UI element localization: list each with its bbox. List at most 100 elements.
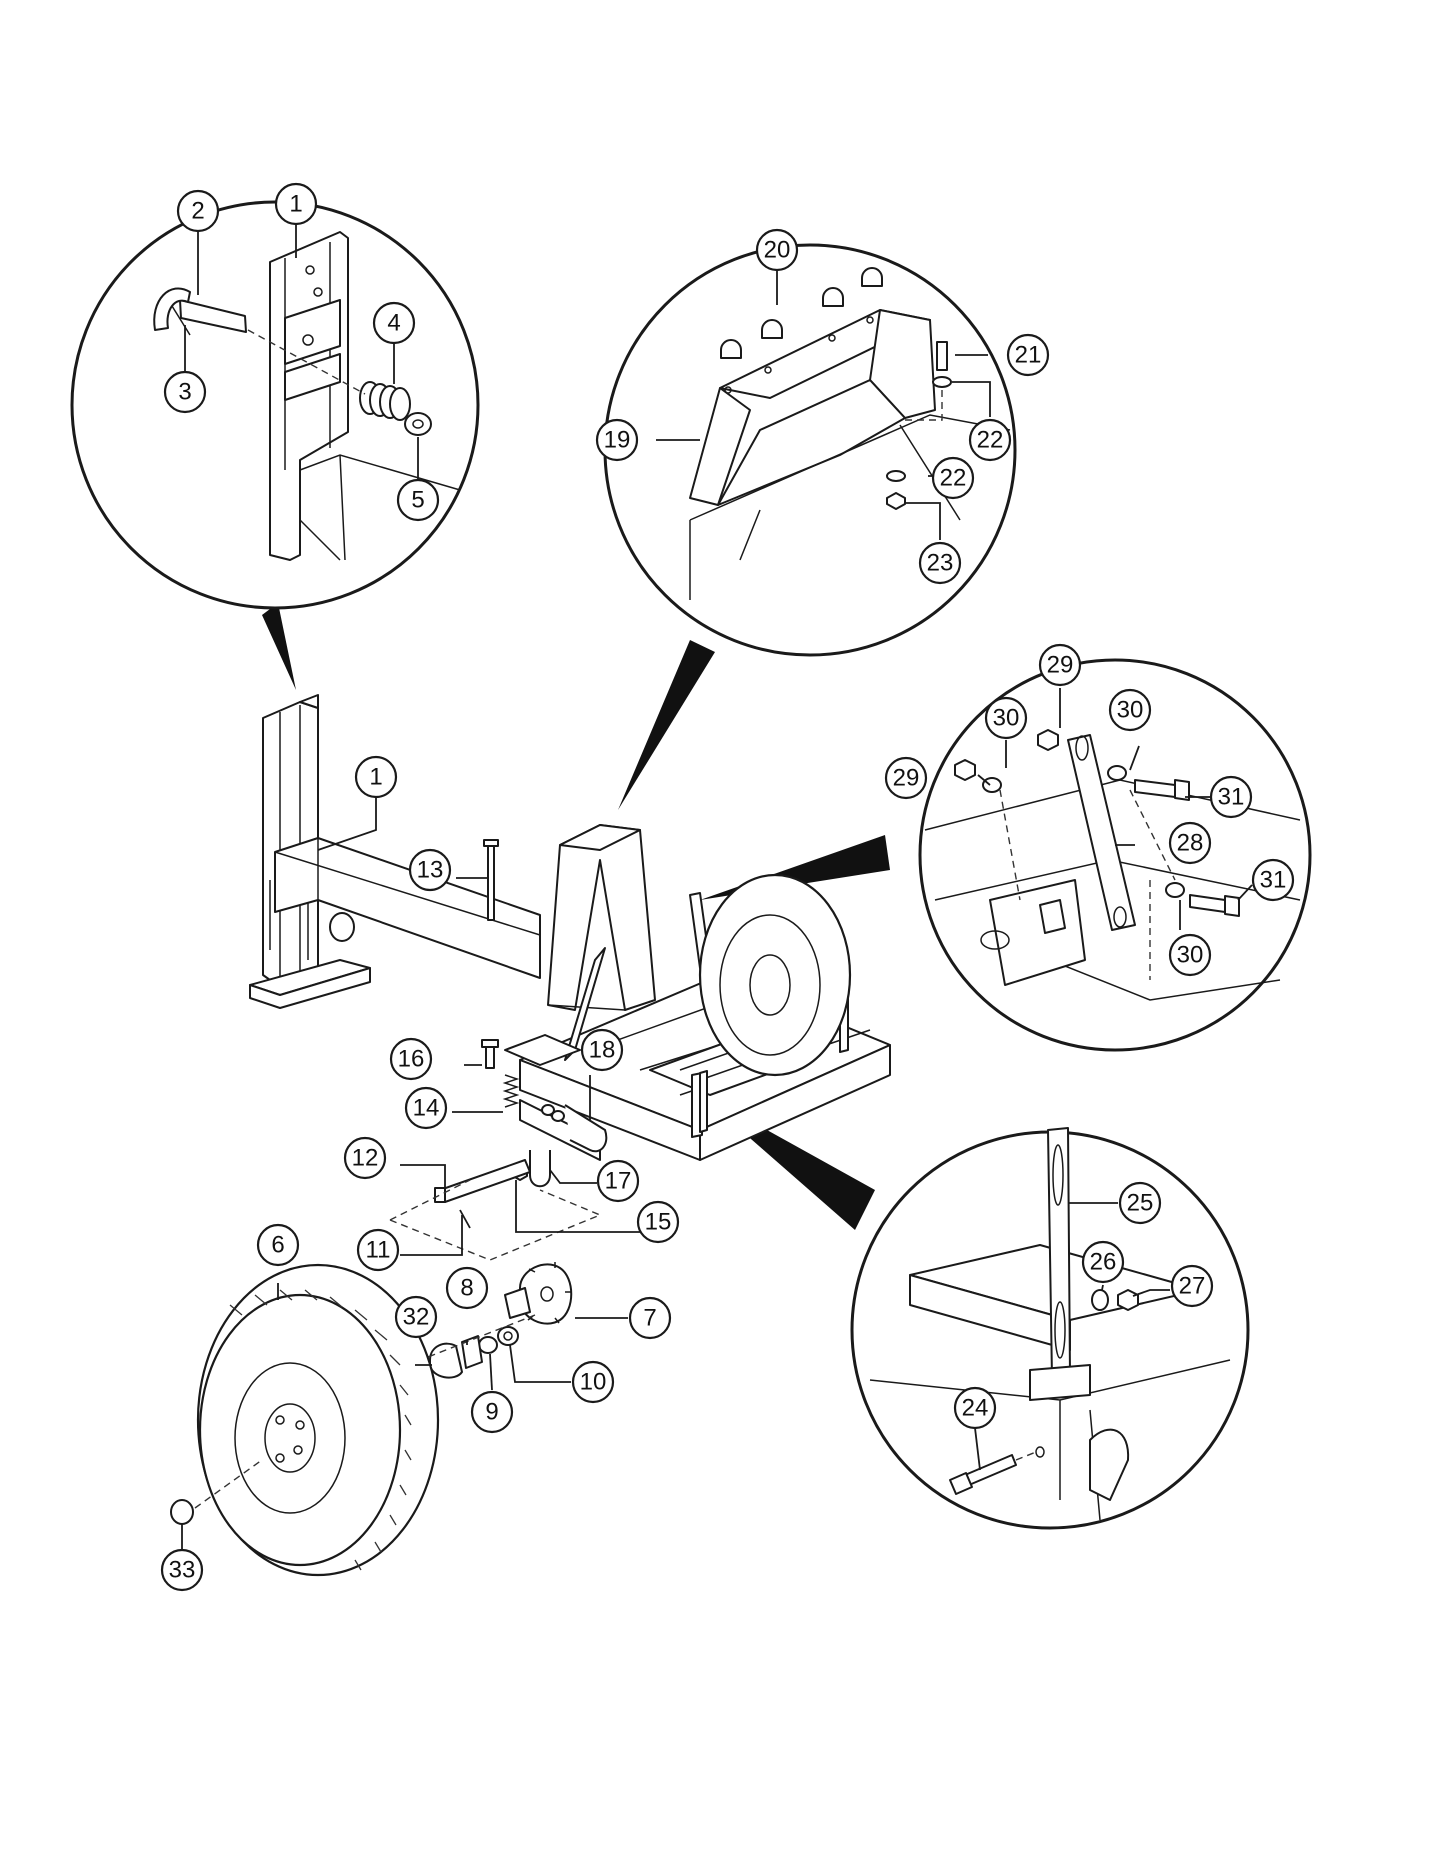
wheel-hub	[519, 1263, 573, 1325]
lug-nut	[170, 1499, 194, 1525]
pointer-wedge-top-left	[262, 603, 296, 690]
svg-text:22: 22	[977, 427, 1004, 454]
callout-8: 8	[445, 1266, 489, 1310]
svg-text:29: 29	[893, 765, 920, 792]
svg-text:15: 15	[645, 1209, 672, 1236]
svg-text:7: 7	[643, 1305, 656, 1332]
svg-text:21: 21	[1015, 342, 1042, 369]
svg-text:28: 28	[1177, 830, 1204, 857]
svg-text:1: 1	[289, 191, 302, 218]
callout-28: 28	[1168, 821, 1212, 865]
callout-23: 23	[918, 541, 962, 585]
pointer-wedge-top-center	[618, 640, 715, 810]
callout-1: 1	[274, 182, 318, 226]
detail-circle-slotted-bracket	[850, 1127, 1250, 1530]
small-bolt	[485, 1044, 495, 1069]
callout-29: 29	[1038, 643, 1082, 687]
rubber-bumpers	[720, 267, 883, 359]
callout-31: 31	[1209, 775, 1253, 819]
detail-circle-upright	[70, 200, 480, 610]
callout-32: 32	[394, 1295, 438, 1339]
callout-24: 24	[953, 1386, 997, 1430]
callout-22: 22	[931, 456, 975, 500]
svg-text:3: 3	[178, 379, 191, 406]
svg-text:29: 29	[1047, 652, 1074, 679]
detail-circle-adjust-arm	[918, 658, 1312, 1052]
svg-text:10: 10	[580, 1369, 607, 1396]
svg-text:8: 8	[460, 1275, 473, 1302]
callout-9: 9	[470, 1390, 514, 1434]
svg-text:6: 6	[271, 1232, 284, 1259]
svg-text:14: 14	[413, 1095, 440, 1122]
nut	[1037, 729, 1059, 751]
main-frame-assembly	[170, 694, 891, 1577]
svg-text:17: 17	[605, 1168, 632, 1195]
callout-19: 19	[595, 418, 639, 462]
svg-text:11: 11	[366, 1237, 391, 1264]
callouts: 1 2 3 4 5 20 21 22 22 23 19 29 29 30 30 …	[160, 182, 1295, 1592]
nut	[1117, 1289, 1139, 1311]
svg-text:22: 22	[940, 465, 967, 492]
compression-spring	[502, 1074, 520, 1108]
callout-30: 30	[984, 696, 1028, 740]
washer	[1091, 1289, 1109, 1311]
callout-3: 3	[163, 370, 207, 414]
callout-16: 16	[389, 1037, 433, 1081]
dust-cap	[429, 1342, 463, 1379]
svg-text:23: 23	[927, 550, 954, 577]
callout-22: 22	[968, 418, 1012, 462]
callout-31: 31	[1251, 858, 1295, 902]
svg-text:19: 19	[604, 427, 631, 454]
svg-text:5: 5	[411, 487, 424, 514]
callout-2: 2	[176, 189, 220, 233]
svg-text:33: 33	[169, 1557, 196, 1584]
svg-text:13: 13	[417, 857, 444, 884]
svg-text:30: 30	[1117, 697, 1144, 724]
svg-text:25: 25	[1127, 1190, 1154, 1217]
svg-text:27: 27	[1179, 1273, 1206, 1300]
callout-12: 12	[343, 1136, 387, 1180]
support-frame	[547, 824, 656, 1011]
svg-text:31: 31	[1260, 867, 1287, 894]
bracket-bolt	[936, 341, 948, 371]
callout-7: 7	[628, 1296, 672, 1340]
svg-text:32: 32	[403, 1304, 430, 1331]
svg-text:12: 12	[352, 1145, 379, 1172]
callout-26: 26	[1081, 1240, 1125, 1284]
callout-10: 10	[571, 1360, 615, 1404]
callout-25: 25	[1118, 1181, 1162, 1225]
callout-33: 33	[160, 1548, 204, 1592]
callout-11: 11	[356, 1228, 400, 1272]
svg-text:30: 30	[993, 705, 1020, 732]
callout-30: 30	[1108, 688, 1152, 732]
callout-17: 17	[596, 1159, 640, 1203]
detail-circle-pad-bracket	[603, 243, 1017, 657]
svg-text:26: 26	[1090, 1249, 1117, 1276]
rear-tire	[698, 873, 852, 1077]
svg-text:20: 20	[764, 237, 791, 264]
bearing	[461, 1335, 483, 1369]
leader-lines	[181, 224, 1253, 1550]
svg-text:18: 18	[589, 1037, 616, 1064]
svg-text:1: 1	[369, 764, 382, 791]
callout-5: 5	[396, 478, 440, 522]
callout-27: 27	[1170, 1264, 1214, 1308]
front-wheel	[170, 1263, 440, 1577]
slotted-upright	[1047, 1127, 1071, 1379]
callout-6: 6	[256, 1223, 300, 1267]
bearing-washer	[497, 1326, 519, 1346]
svg-text:31: 31	[1218, 784, 1245, 811]
u-handle	[564, 1104, 608, 1153]
svg-text:24: 24	[962, 1395, 989, 1422]
callout-4: 4	[372, 301, 416, 345]
lock-pin	[179, 299, 247, 333]
callout-18: 18	[580, 1028, 624, 1072]
svg-text:9: 9	[485, 1399, 498, 1426]
callout-15: 15	[636, 1200, 680, 1244]
callout-29: 29	[884, 756, 928, 800]
callout-13: 13	[408, 848, 452, 892]
svg-text:30: 30	[1177, 942, 1204, 969]
callout-20: 20	[755, 228, 799, 272]
callout-14: 14	[404, 1086, 448, 1130]
